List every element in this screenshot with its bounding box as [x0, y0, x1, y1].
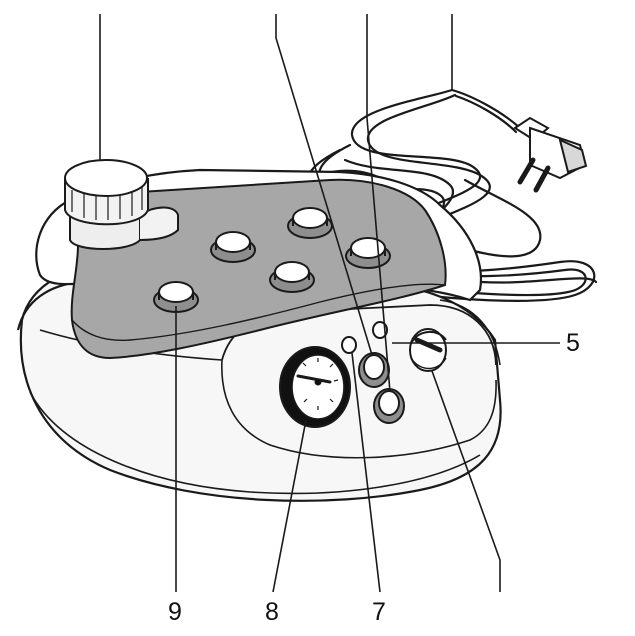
top-plate-edge [71, 283, 446, 342]
callout-label-5: 5 [566, 329, 580, 357]
leader-line [366, 14, 391, 393]
push-button [373, 388, 405, 424]
control-panel [341, 321, 447, 424]
callout-label-9: 9 [168, 598, 182, 626]
leader-line [275, 14, 373, 356]
filler-cap [64, 159, 179, 250]
nozzle [287, 207, 333, 239]
nozzle [210, 231, 256, 263]
nozzle [269, 261, 315, 293]
callout-label-8: 8 [265, 598, 279, 626]
nozzles [153, 207, 391, 313]
callout-label-7: 7 [372, 598, 386, 626]
plug [513, 116, 588, 193]
nozzle [153, 281, 199, 313]
leader-line [351, 352, 381, 593]
leader-lines [99, 14, 560, 593]
leader-line [431, 370, 501, 592]
indicator-light [372, 321, 388, 339]
indicator-light [341, 336, 357, 354]
push-button [358, 352, 390, 388]
rotary-knob [409, 328, 447, 372]
nozzle [345, 237, 391, 269]
leader-line [272, 419, 307, 593]
pressure-gauge [279, 346, 351, 428]
